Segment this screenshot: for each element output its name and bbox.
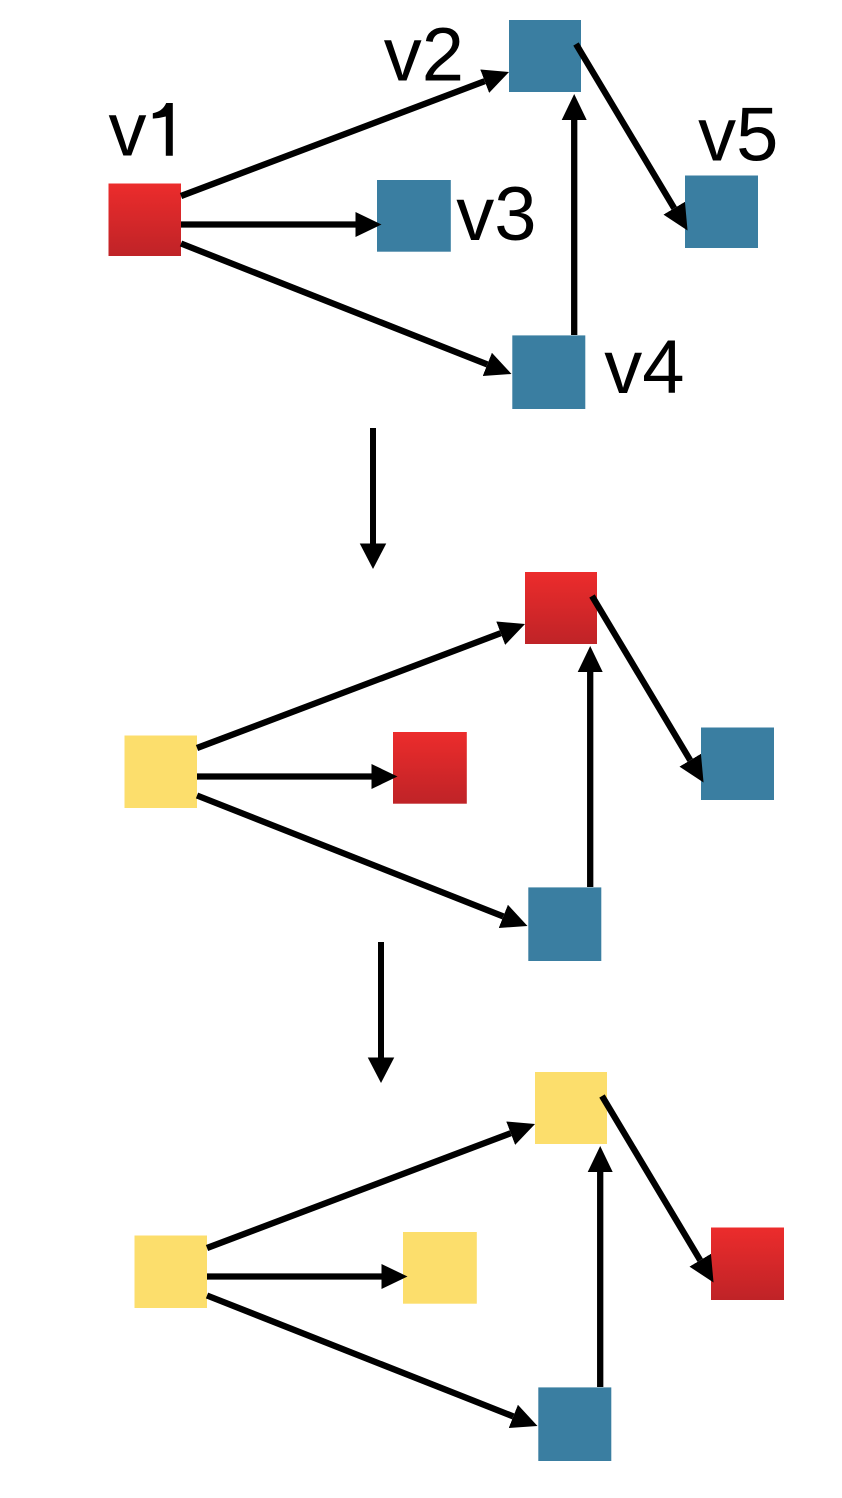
svg-text:v2: v2 [384,13,464,98]
svg-text:v3: v3 [456,172,536,257]
svg-text:v4: v4 [604,325,684,410]
svg-text:v: v [109,88,147,173]
svg-text:v5: v5 [698,93,778,178]
